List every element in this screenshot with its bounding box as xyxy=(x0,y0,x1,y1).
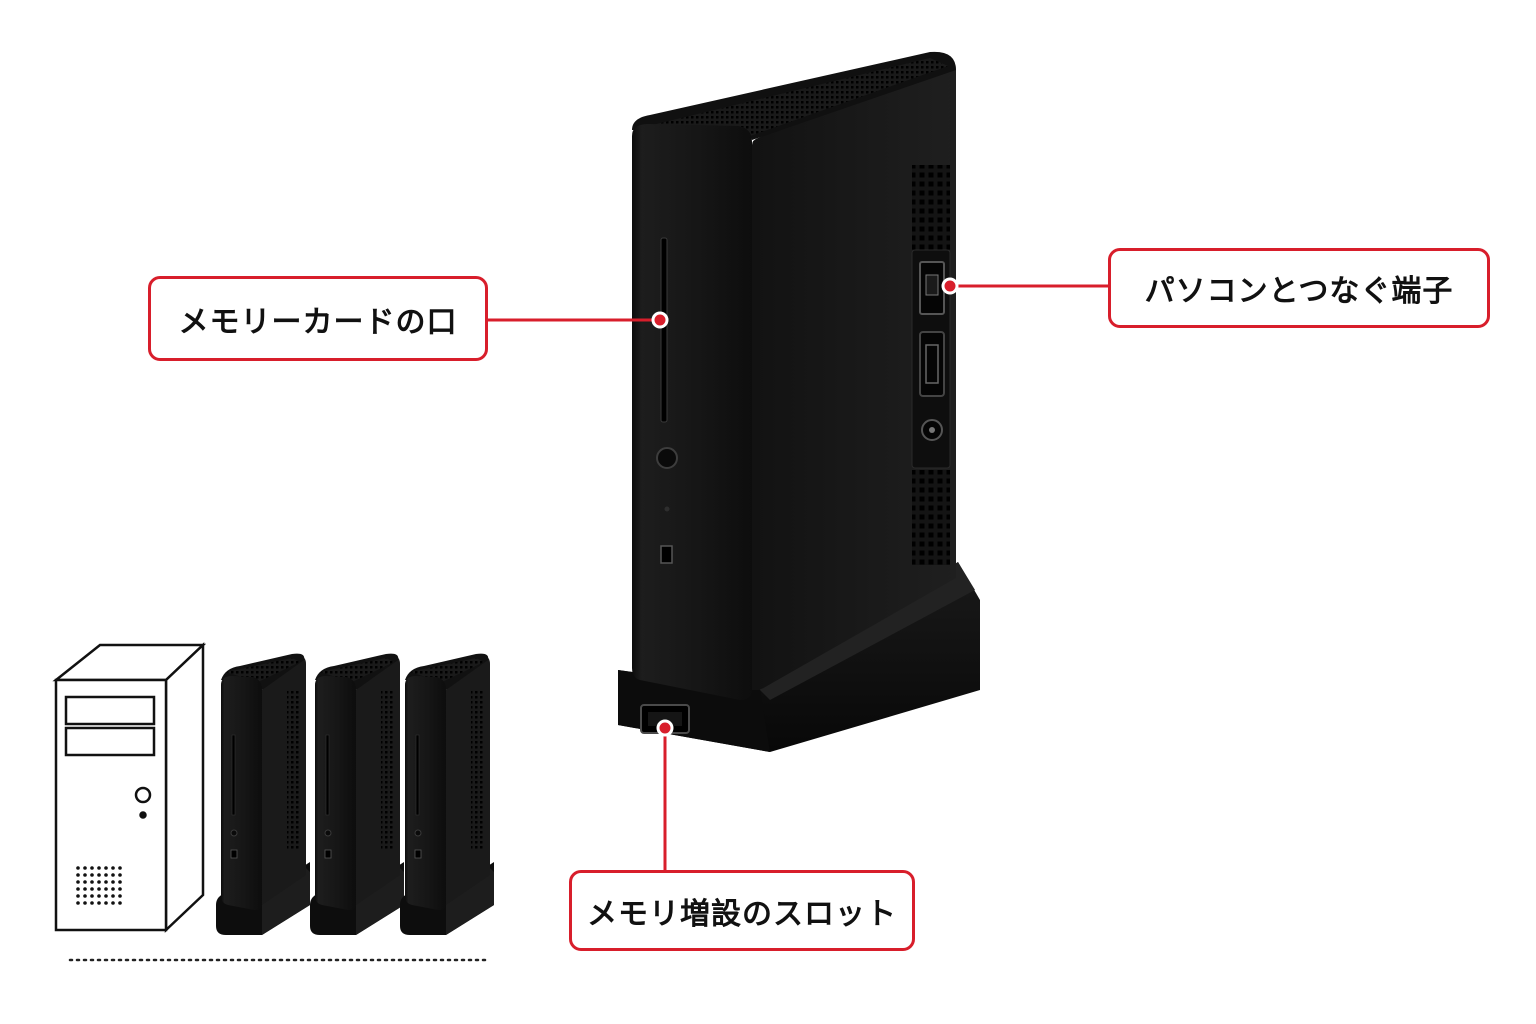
hdmi-port-icon xyxy=(919,331,945,397)
callout-memory-slot-label: メモリ増設のスロット xyxy=(569,870,915,951)
front-usb-port xyxy=(660,545,673,564)
memory-card-slot xyxy=(660,237,668,423)
leader-dot-memory-slot xyxy=(656,719,674,737)
device-front xyxy=(632,124,752,700)
computer-tower-icon xyxy=(52,642,207,933)
power-button-icon xyxy=(656,447,678,469)
side-vent-bottom xyxy=(912,470,950,565)
device-side-panel xyxy=(752,57,956,690)
small-device-icon-2 xyxy=(309,653,405,936)
small-device-icon-3 xyxy=(399,653,495,936)
power-jack-icon xyxy=(921,419,943,441)
main-device xyxy=(618,51,980,752)
leader-dot-pc-port xyxy=(941,277,959,295)
callout-lines xyxy=(488,277,1108,870)
side-vent-top xyxy=(912,165,950,250)
ethernet-port-icon xyxy=(919,261,945,315)
callout-pc-port-label: パソコンとつなぐ端子 xyxy=(1108,248,1490,328)
small-device-icon xyxy=(216,653,310,935)
status-led xyxy=(664,506,670,512)
callout-memory-card-label: メモリーカードの口 xyxy=(148,276,488,361)
leader-dot-memory-card xyxy=(651,311,669,329)
